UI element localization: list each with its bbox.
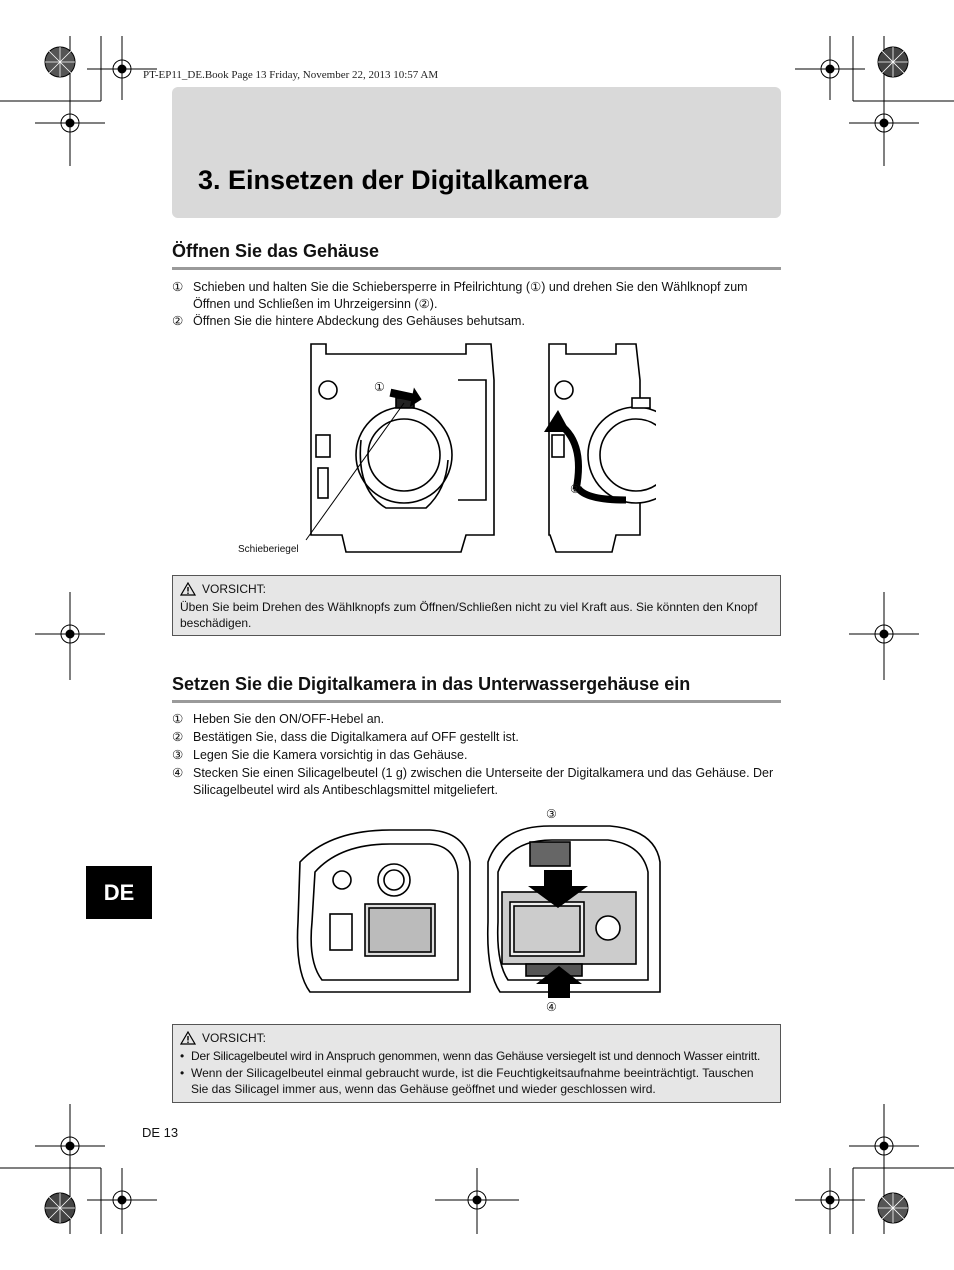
step-text: Heben Sie den ON/OFF-Hebel an.: [193, 712, 385, 726]
list-item: ① Heben Sie den ON/OFF-Hebel an.: [172, 711, 782, 728]
warning-icon: [180, 582, 196, 596]
list-item: ④ Stecken Sie einen Silicagelbeutel (1 g…: [172, 765, 782, 799]
bullet-icon: •: [180, 1066, 185, 1080]
title-box: 3. Einsetzen der Digitalkamera: [172, 87, 781, 218]
step-number: ①: [172, 712, 184, 726]
caution-label: VORSICHT:: [202, 1031, 267, 1045]
caution-bullet-text: Wenn der Silicagelbeutel einmal gebrauch…: [191, 1066, 754, 1096]
step-number: ②: [172, 314, 184, 328]
section-heading-insert-camera: Setzen Sie die Digitalkamera in das Unte…: [172, 674, 781, 703]
figure-label-2: ②: [570, 482, 581, 496]
housing-rear-illustration: [305, 343, 656, 553]
caution-bullet-text: Der Silicagelbeutel wird in Anspruch gen…: [191, 1049, 761, 1063]
figure-callout-slider: Schieberiegel: [238, 544, 299, 555]
list-item: • Der Silicagelbeutel wird in Anspruch g…: [180, 1048, 774, 1064]
step-number: ③: [172, 748, 184, 762]
print-header: PT-EP11_DE.Book Page 13 Friday, November…: [143, 69, 439, 81]
caution-box: VORSICHT: • Der Silicagelbeutel wird in …: [172, 1024, 781, 1103]
warning-icon: [180, 1031, 196, 1045]
caution-label: VORSICHT:: [202, 582, 267, 596]
language-tab: DE: [86, 866, 152, 919]
figure-label-3: ③: [546, 807, 557, 821]
section-heading-open-housing: Öffnen Sie das Gehäuse: [172, 241, 781, 270]
list-item: ③ Legen Sie die Kamera vorsichtig in das…: [172, 747, 782, 764]
figure-label-4: ④: [546, 1000, 557, 1014]
list-item: ② Öffnen Sie die hintere Abdeckung des G…: [172, 313, 782, 330]
page-number: DE 13: [142, 1125, 179, 1140]
list-item: • Wenn der Silicagelbeutel einmal gebrau…: [180, 1065, 774, 1097]
camera-insertion-illustration: [296, 825, 661, 998]
step-number: ②: [172, 730, 184, 744]
step-text: Öffnen Sie die hintere Abdeckung des Geh…: [193, 314, 525, 328]
caution-box: VORSICHT: Üben Sie beim Drehen des Wählk…: [172, 575, 781, 636]
figure-label-1: ①: [374, 380, 385, 394]
step-text: Schieben und halten Sie die Schiebersper…: [193, 280, 748, 311]
step-text: Legen Sie die Kamera vorsichtig in das G…: [193, 748, 468, 762]
bullet-icon: •: [180, 1049, 185, 1063]
step-number: ④: [172, 766, 184, 780]
step-number: ①: [172, 280, 184, 294]
list-item: ① Schieben und halten Sie die Schiebersp…: [172, 279, 782, 313]
list-item: ② Bestätigen Sie, dass die Digitalkamera…: [172, 729, 782, 746]
step-text: Stecken Sie einen Silicagelbeutel (1 g) …: [193, 766, 774, 797]
page-title: 3. Einsetzen der Digitalkamera: [198, 165, 589, 195]
step-text: Bestätigen Sie, dass die Digitalkamera a…: [193, 730, 519, 744]
caution-text: Üben Sie beim Drehen des Wählknopfs zum …: [180, 600, 758, 630]
